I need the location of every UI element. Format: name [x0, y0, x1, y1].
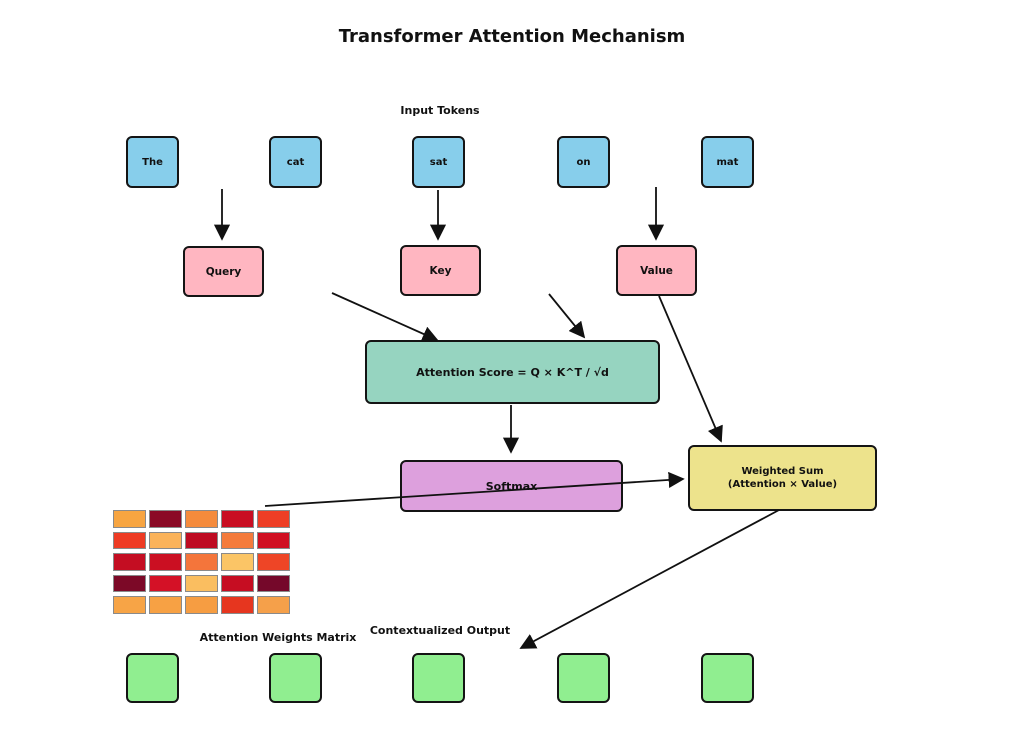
matrix-cell	[221, 596, 254, 614]
value-box: Value	[616, 245, 697, 296]
arrow-weighted-sum-to-output	[519, 509, 780, 649]
matrix-cell	[185, 574, 218, 592]
output-box-1	[126, 653, 179, 703]
attention-score-label: Attention Score = Q × K^T / √d	[416, 365, 609, 379]
value-label: Value	[640, 264, 673, 277]
query-label: Query	[205, 265, 242, 278]
arrow-key-to-attention	[548, 293, 586, 339]
weighted-sum-line1: Weighted Sum	[741, 465, 824, 477]
attention-score-box: Attention Score = Q × K^T / √d	[365, 340, 660, 404]
matrix-cell	[257, 531, 290, 549]
softmax-box: Softmax	[400, 460, 623, 512]
output-box-3	[412, 653, 465, 703]
matrix-cell	[149, 510, 182, 528]
matrix-cell	[113, 531, 146, 549]
matrix-cell	[221, 531, 254, 549]
matrix-cell	[185, 510, 218, 528]
token-box-sat: sat	[412, 136, 465, 188]
attention-matrix-label: Attention Weights Matrix	[199, 631, 357, 644]
token-label: The	[142, 156, 163, 168]
matrix-cell	[149, 531, 182, 549]
token-label: mat	[716, 156, 739, 168]
token-box-on: on	[557, 136, 610, 188]
query-box: Query	[183, 246, 264, 297]
softmax-label: Softmax	[485, 479, 538, 493]
matrix-cell	[113, 553, 146, 571]
matrix-cell	[113, 596, 146, 614]
matrix-cell	[221, 510, 254, 528]
matrix-cell	[257, 574, 290, 592]
matrix-cell	[185, 596, 218, 614]
matrix-cell	[257, 553, 290, 571]
matrix-cell	[149, 553, 182, 571]
output-box-5	[701, 653, 754, 703]
key-box: Key	[400, 245, 481, 296]
contextualized-output-label: Contextualized Output	[369, 624, 511, 637]
input-tokens-label: Input Tokens	[400, 104, 480, 117]
output-box-4	[557, 653, 610, 703]
arrow-query-to-attention	[331, 292, 439, 342]
token-box-mat: mat	[701, 136, 754, 188]
matrix-cell	[185, 553, 218, 571]
output-box-2	[269, 653, 322, 703]
matrix-cell	[221, 574, 254, 592]
matrix-cell	[113, 510, 146, 528]
matrix-cell	[185, 531, 218, 549]
token-box-cat: cat	[269, 136, 322, 188]
token-label: sat	[429, 156, 448, 168]
matrix-cell	[113, 574, 146, 592]
arrow-value-to-weighted-sum	[658, 295, 723, 443]
weighted-sum-line2: (Attention × Value)	[727, 479, 838, 490]
token-label: on	[576, 156, 591, 168]
matrix-cell	[221, 553, 254, 571]
matrix-cell	[257, 596, 290, 614]
key-label: Key	[429, 264, 452, 277]
weighted-sum-box: Weighted Sum (Attention × Value)	[688, 445, 877, 511]
matrix-cell	[149, 596, 182, 614]
token-label: cat	[286, 156, 305, 168]
matrix-cell	[149, 574, 182, 592]
matrix-cell	[257, 510, 290, 528]
page-title: Transformer Attention Mechanism	[338, 26, 686, 47]
attention-weights-matrix	[113, 510, 290, 614]
token-box-the: The	[126, 136, 179, 188]
